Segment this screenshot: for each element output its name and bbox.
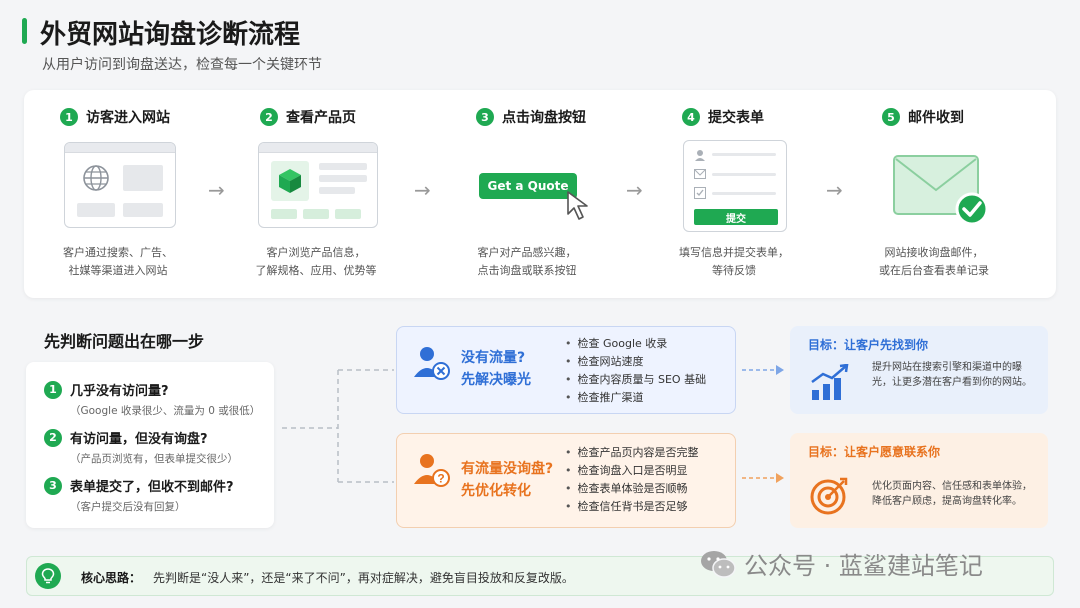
no-inquiry-branch: ? 有流量没询盘?先优化转化 检查产品页内容是否完整 检查询盘入口是否明显 检查… [396, 433, 736, 528]
check-list: 检查产品页内容是否完整 检查询盘入口是否明显 检查表单体验是否顺畅 检查信任背书… [565, 444, 699, 516]
check-item: 检查信任背书是否足够 [565, 498, 699, 516]
svg-text:?: ? [437, 472, 444, 486]
step-title: 邮件收到 [908, 110, 964, 126]
step-title: 查看产品页 [286, 110, 356, 126]
check-item: 检查内容质量与 SEO 基础 [565, 371, 707, 389]
insight-label: 核心思路： [81, 571, 142, 585]
flow-step-3: 3 点击询盘按钮 [476, 104, 656, 130]
title-accent-bar [22, 18, 27, 44]
browser-product-illustration [258, 142, 378, 228]
browser-globe-illustration [64, 142, 176, 228]
arrow-right-icon: → [626, 178, 643, 202]
flow-step-2: 2 查看产品页 [260, 104, 440, 130]
diagnosis-title: 先判断问题出在哪一步 [44, 332, 205, 351]
check-item: 检查询盘入口是否明显 [565, 462, 699, 480]
branch-connector [282, 369, 394, 483]
watermark-text: 公众号 · 蓝鲨建站笔记 [744, 552, 983, 580]
check-item: 检查 Google 收录 [565, 335, 706, 353]
target-icon [810, 477, 848, 515]
wechat-icon [701, 550, 736, 578]
growth-chart-icon [811, 364, 849, 400]
arrow-right-icon: → [208, 178, 225, 202]
step-description: 客户对产品感兴趣，点击询盘或联系按钮 [477, 246, 577, 277]
page-subtitle: 从用户访问到询盘送达，检查每一个关键环节 [42, 57, 322, 73]
check-item: 检查表单体验是否顺畅 [565, 480, 699, 498]
lightbulb-icon [35, 563, 61, 589]
step-number: 2 [260, 108, 278, 126]
no-traffic-branch: 没有流量?先解决曝光 检查 Google 收录 检查网站速度 检查内容质量与 S… [396, 326, 736, 414]
question-number: 1 [44, 380, 62, 399]
step-description: 填写信息并提交表单，等待反馈 [679, 246, 789, 277]
goal-description: 提升网站在搜索引擎和渠道中的曝光，让更多潜在客户看到你的网站。 [872, 362, 1032, 388]
submit-button[interactable]: 提交 [694, 209, 778, 225]
goal-visibility: 目标：让客户先找到你 提升网站在搜索引擎和渠道中的曝光，让更多潜在客户看到你的网… [790, 326, 1048, 414]
page-title: 外贸网站询盘诊断流程 [40, 20, 301, 50]
goal-description: 优化页面内容、信任感和表单体验，降低客户顾虑，提高询盘转化率。 [872, 481, 1032, 507]
insight-text: 先判断是“没人来”，还是“来了不问”，再对症解决，避免盲目投放和反复改版。 [153, 571, 574, 585]
watermark: 公众号 · 蓝鲨建站笔记 [700, 546, 983, 581]
check-small-icon [694, 187, 706, 199]
step-number: 4 [682, 108, 700, 126]
flow-step-1: 1 访客进入网站 [60, 104, 240, 130]
mail-small-icon [694, 169, 706, 179]
product-box-icon [279, 169, 301, 193]
step-title: 点击询盘按钮 [502, 110, 586, 126]
email-received-icon [893, 155, 989, 226]
arrow-right-dashed-icon [742, 473, 784, 483]
user-icon [695, 150, 705, 161]
check-item: 检查网站速度 [565, 353, 706, 371]
step-number: 5 [882, 108, 900, 126]
step-description: 客户浏览产品信息，了解规格、应用、优势等 [255, 246, 377, 277]
cursor-icon [564, 188, 588, 220]
question-number: 3 [44, 476, 62, 495]
arrow-right-icon: → [826, 178, 843, 202]
step-number: 1 [60, 108, 78, 126]
globe-icon [83, 165, 109, 191]
step-title: 访客进入网站 [86, 110, 170, 126]
step-description: 网站接收询盘邮件，或在后台查看表单记录 [879, 246, 989, 277]
step-number: 3 [476, 108, 494, 126]
branch-title: 没有流量?先解决曝光 [461, 350, 531, 388]
goal-title: 目标：让客户先找到你 [808, 338, 929, 352]
branch-title: 有流量没询盘?先优化转化 [461, 461, 554, 499]
goal-title: 目标：让客户愿意联系你 [808, 445, 941, 459]
arrow-right-dashed-icon [742, 365, 784, 375]
arrow-right-icon: → [414, 178, 431, 202]
check-item: 检查推广渠道 [565, 389, 706, 407]
question-number: 2 [44, 428, 62, 447]
goal-conversion: 目标：让客户愿意联系你 优化页面内容、信任感和表单体验，降低客户顾虑，提高询盘转… [790, 433, 1048, 528]
check-item: 检查产品页内容是否完整 [565, 444, 699, 462]
step-title: 提交表单 [708, 110, 764, 126]
user-x-icon [414, 347, 450, 380]
step-description: 客户通过搜索、广告、社媒等渠道进入网站 [63, 246, 173, 277]
flow-card: 1 访客进入网站 客户通过搜索、广告、社媒等渠道进入网站 → 2 查看产品页 [24, 90, 1056, 298]
flow-step-5: 5 邮件收到 [882, 104, 1062, 130]
user-question-icon: ? [414, 454, 450, 487]
form-illustration: 提交 [683, 140, 787, 232]
check-list: 检查 Google 收录 检查网站速度 检查内容质量与 SEO 基础 检查推广渠… [565, 335, 707, 407]
get-a-quote-button[interactable]: Get a Quote [479, 173, 577, 199]
flow-step-4: 4 提交表单 [682, 104, 862, 130]
core-insight-bar: 核心思路： 先判断是“没人来”，还是“来了不问”，再对症解决，避免盲目投放和反复… [26, 556, 1054, 596]
